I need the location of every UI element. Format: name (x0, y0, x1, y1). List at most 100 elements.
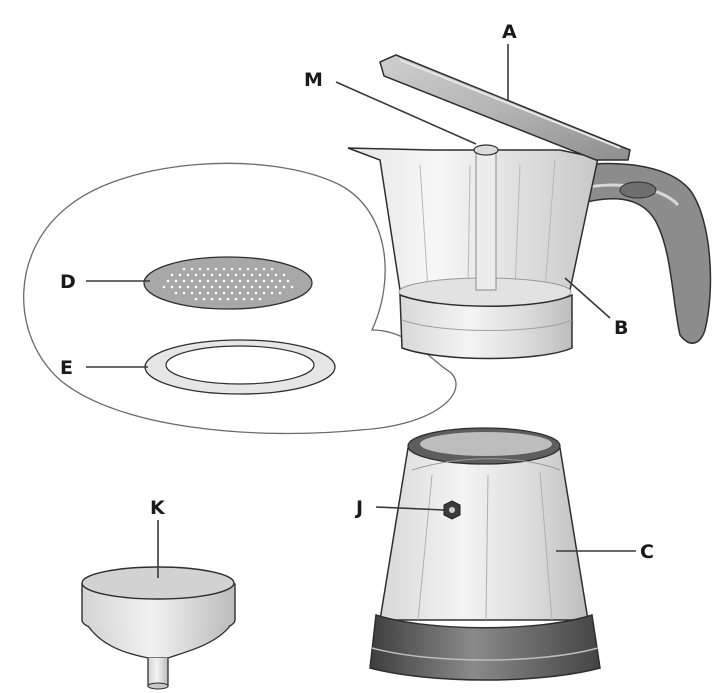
filter-hole (258, 285, 262, 289)
filter-hole (262, 279, 266, 283)
filter-hole (202, 273, 206, 277)
filter-hole (214, 267, 218, 271)
filter-hole (174, 291, 178, 295)
filter-hole (274, 285, 278, 289)
filter-hole (194, 273, 198, 277)
filter-hole (282, 273, 286, 277)
filter-hole (258, 273, 262, 277)
filter-hole (254, 291, 258, 295)
filter-hole (250, 285, 254, 289)
filter-hole (226, 285, 230, 289)
filter-hole (186, 285, 190, 289)
filter-hole (198, 279, 202, 283)
filter-hole (218, 285, 222, 289)
filter-hole (226, 297, 230, 301)
filter-hole (210, 297, 214, 301)
filter-hole (242, 285, 246, 289)
filter-hole (290, 285, 294, 289)
leader-line-j (375, 506, 445, 511)
label-k: K (150, 497, 166, 519)
filter-hole (270, 279, 274, 283)
filter-hole (262, 267, 266, 271)
filter-hole (254, 267, 258, 271)
label-a: A (502, 21, 517, 43)
filter-hole (230, 267, 234, 271)
gasket-ring (144, 339, 336, 395)
filter-hole (170, 285, 174, 289)
upper-jug (347, 144, 712, 360)
filter-hole (238, 279, 242, 283)
filter-hole (206, 267, 210, 271)
filter-hole (234, 297, 238, 301)
funnel (81, 566, 236, 690)
filter-hole (242, 273, 246, 277)
filter-hole (210, 285, 214, 289)
filter-hole (238, 291, 242, 295)
filter-hole (226, 273, 230, 277)
filter-hole (210, 273, 214, 277)
jug-body (347, 147, 599, 291)
filter-hole (206, 291, 210, 295)
filter-hole (182, 279, 186, 283)
filter-hole (214, 279, 218, 283)
filter-hole (186, 273, 190, 277)
filter-hole (178, 285, 182, 289)
label-m: M (304, 69, 323, 91)
filter-hole (170, 273, 174, 277)
jug-base-band (399, 293, 573, 360)
label-e: E (60, 357, 73, 379)
filter-hole (162, 285, 166, 289)
filter-hole (202, 297, 206, 301)
filter-hole (230, 291, 234, 295)
filter-hole (270, 291, 274, 295)
filter-hole (190, 291, 194, 295)
filter-hole (218, 297, 222, 301)
filter-hole (194, 285, 198, 289)
filter-hole (222, 291, 226, 295)
hinged-lid (379, 54, 631, 161)
label-d: D (60, 271, 76, 293)
filter-hole (262, 291, 266, 295)
filter-hole (166, 279, 170, 283)
label-j: J (354, 497, 363, 519)
filter-hole (222, 279, 226, 283)
filter-hole (174, 279, 178, 283)
filter-hole (278, 279, 282, 283)
filter-hole (250, 297, 254, 301)
label-b: B (614, 317, 628, 339)
filter-hole (214, 291, 218, 295)
filter-hole (182, 291, 186, 295)
filter-hole (278, 291, 282, 295)
filter-hole (198, 267, 202, 271)
filter-hole (250, 273, 254, 277)
filter-hole (202, 285, 206, 289)
filter-hole (286, 279, 290, 283)
filter-hole (254, 279, 258, 283)
boiler-base (369, 614, 601, 681)
filter-hole (222, 267, 226, 271)
filter-plate (143, 256, 313, 310)
filter-hole (266, 285, 270, 289)
filter-hole (178, 273, 182, 277)
filter-hole (238, 267, 242, 271)
filter-hole (246, 279, 250, 283)
filter-hole (246, 291, 250, 295)
filter-hole (266, 273, 270, 277)
filter-hole (230, 279, 234, 283)
filter-hole (206, 279, 210, 283)
filter-hole (282, 285, 286, 289)
filter-hole (182, 267, 186, 271)
filter-hole (270, 267, 274, 271)
leader-line-b (564, 277, 611, 319)
filter-hole (194, 297, 198, 301)
label-c: C (640, 541, 654, 563)
filter-hole (198, 291, 202, 295)
filter-hole (274, 273, 278, 277)
filter-hole (242, 297, 246, 301)
spout-column (475, 149, 497, 291)
lower-boiler (369, 427, 601, 681)
filter-hole (190, 267, 194, 271)
filter-hole (258, 297, 262, 301)
filter-hole (234, 285, 238, 289)
filter-hole (218, 273, 222, 277)
